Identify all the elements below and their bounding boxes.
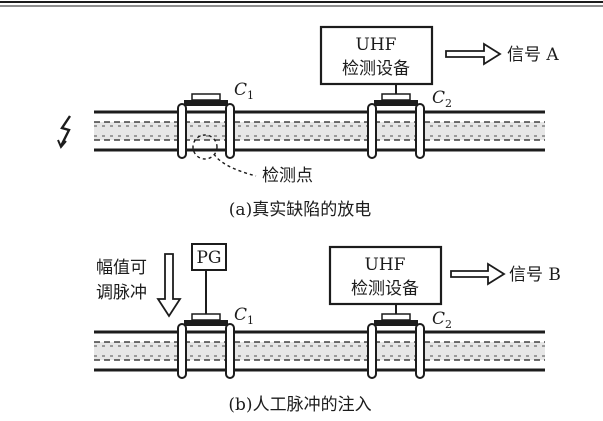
pipe-b xyxy=(94,330,545,372)
coupler-c1-b-label: C1 xyxy=(234,305,254,327)
coupler-c2-b: C2 xyxy=(374,305,452,331)
signal-a-arrow xyxy=(445,42,502,66)
flange-b2 xyxy=(367,323,425,379)
signal-a-label: 信号 A xyxy=(507,45,559,65)
detection-point-marker xyxy=(192,134,257,177)
top-border xyxy=(0,1,603,7)
uhf-device-a: UHF 检测设备 xyxy=(319,25,434,86)
pipe-a xyxy=(94,110,545,152)
diagram-b: PG C1 C2 UHF 检测设备 信号 B 幅值可 调脉冲 xyxy=(94,243,561,415)
uhf-device-b: UHF 检测设备 xyxy=(328,245,443,306)
uhf-device-b-line2: 检测设备 xyxy=(351,279,419,299)
coupler-c2-a-label: C2 xyxy=(432,88,452,110)
flange-a1 xyxy=(177,103,235,159)
pulse-injection-arrow xyxy=(156,253,182,318)
coupler-c1-a: C1 xyxy=(184,80,254,106)
lightning-icon xyxy=(57,115,71,149)
pulse-generator-pg: PG xyxy=(191,243,227,320)
flange-b1 xyxy=(177,323,235,379)
pulse-label-line2: 调脉冲 xyxy=(96,283,147,303)
detection-point-label: 检测点 xyxy=(262,166,313,186)
caption-b: (b)人工脉冲的注入 xyxy=(228,395,371,415)
signal-b-arrow xyxy=(450,262,506,286)
pg-label: PG xyxy=(196,248,221,268)
pulse-label-line1: 幅值可 xyxy=(96,258,147,278)
coupler-c2-b-label: C2 xyxy=(432,309,452,331)
flange-a2 xyxy=(367,103,425,159)
caption-a: (a)真实缺陷的放电 xyxy=(229,200,371,220)
signal-b-label: 信号 B xyxy=(509,265,561,285)
diagram-a: C1 C2 UHF 检测设备 信号 A 检测点 xyxy=(57,25,559,220)
uhf-device-b-line1: UHF xyxy=(365,255,406,275)
coupler-c1-b: C1 xyxy=(184,305,254,327)
coupler-c1-a-label: C1 xyxy=(234,80,254,102)
uhf-device-a-line2: 检测设备 xyxy=(342,59,410,79)
uhf-device-a-line1: UHF xyxy=(356,35,397,55)
coupler-c2-a: C2 xyxy=(374,84,452,110)
